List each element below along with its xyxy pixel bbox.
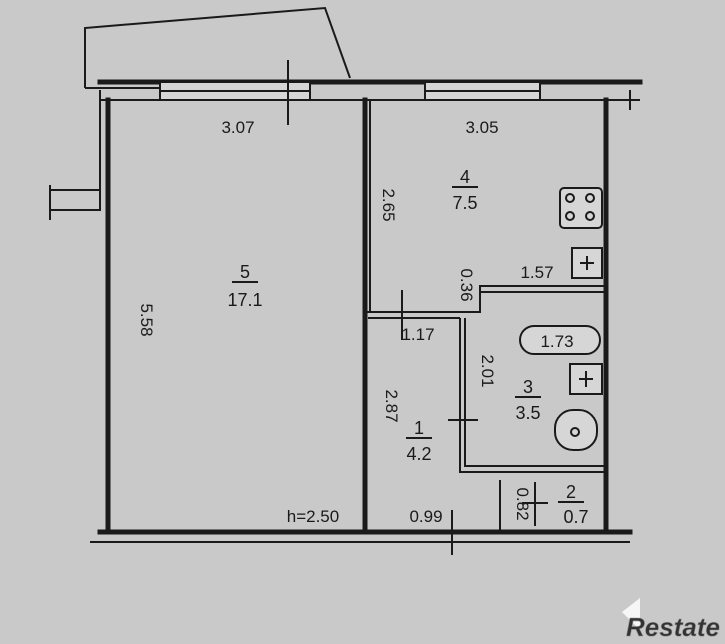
dim-hall-width: 1.17 xyxy=(401,325,434,344)
dim-bath-length: 2.01 xyxy=(478,354,497,387)
dim-wall-thickness: 0.36 xyxy=(457,268,476,301)
room5-number: 5 xyxy=(240,262,250,282)
stove-icon xyxy=(559,187,603,229)
room3-number: 3 xyxy=(523,377,533,397)
room2-area: 0.7 xyxy=(563,507,588,527)
room3-area: 3.5 xyxy=(515,403,540,423)
window-room4 xyxy=(424,81,541,101)
bath-sink-icon xyxy=(569,363,603,395)
dim-wc-length: 0.82 xyxy=(513,487,532,520)
room1-number: 1 xyxy=(414,418,424,438)
dim-kitchen-segment: 1.57 xyxy=(520,263,553,282)
wc-marker xyxy=(522,482,548,526)
dim-hall-length: 2.87 xyxy=(382,389,401,422)
interior-walls xyxy=(362,97,606,555)
dim-door-width: 0.99 xyxy=(409,507,442,526)
dim-room5-width: 3.07 xyxy=(221,118,254,137)
dim-room4-length: 2.65 xyxy=(379,188,398,221)
room5-area: 17.1 xyxy=(227,290,262,310)
ceiling-height: h=2.50 xyxy=(287,507,339,526)
toilet-icon xyxy=(554,409,598,451)
balcony xyxy=(84,6,351,89)
room2-number: 2 xyxy=(566,482,576,502)
window-room5 xyxy=(159,81,311,101)
svg-text:Restate: Restate xyxy=(626,612,720,642)
kitchen-sink-icon xyxy=(571,247,603,279)
room4-area: 7.5 xyxy=(452,193,477,213)
bathtub-icon xyxy=(519,325,601,355)
dim-bath-width: 1.73 xyxy=(540,332,573,351)
room1-area: 4.2 xyxy=(406,444,431,464)
dim-room5-length: 5.58 xyxy=(137,303,156,336)
dim-room4-width: 3.05 xyxy=(465,118,498,137)
watermark-logo: Restate xyxy=(622,598,720,642)
room4-number: 4 xyxy=(460,167,470,187)
